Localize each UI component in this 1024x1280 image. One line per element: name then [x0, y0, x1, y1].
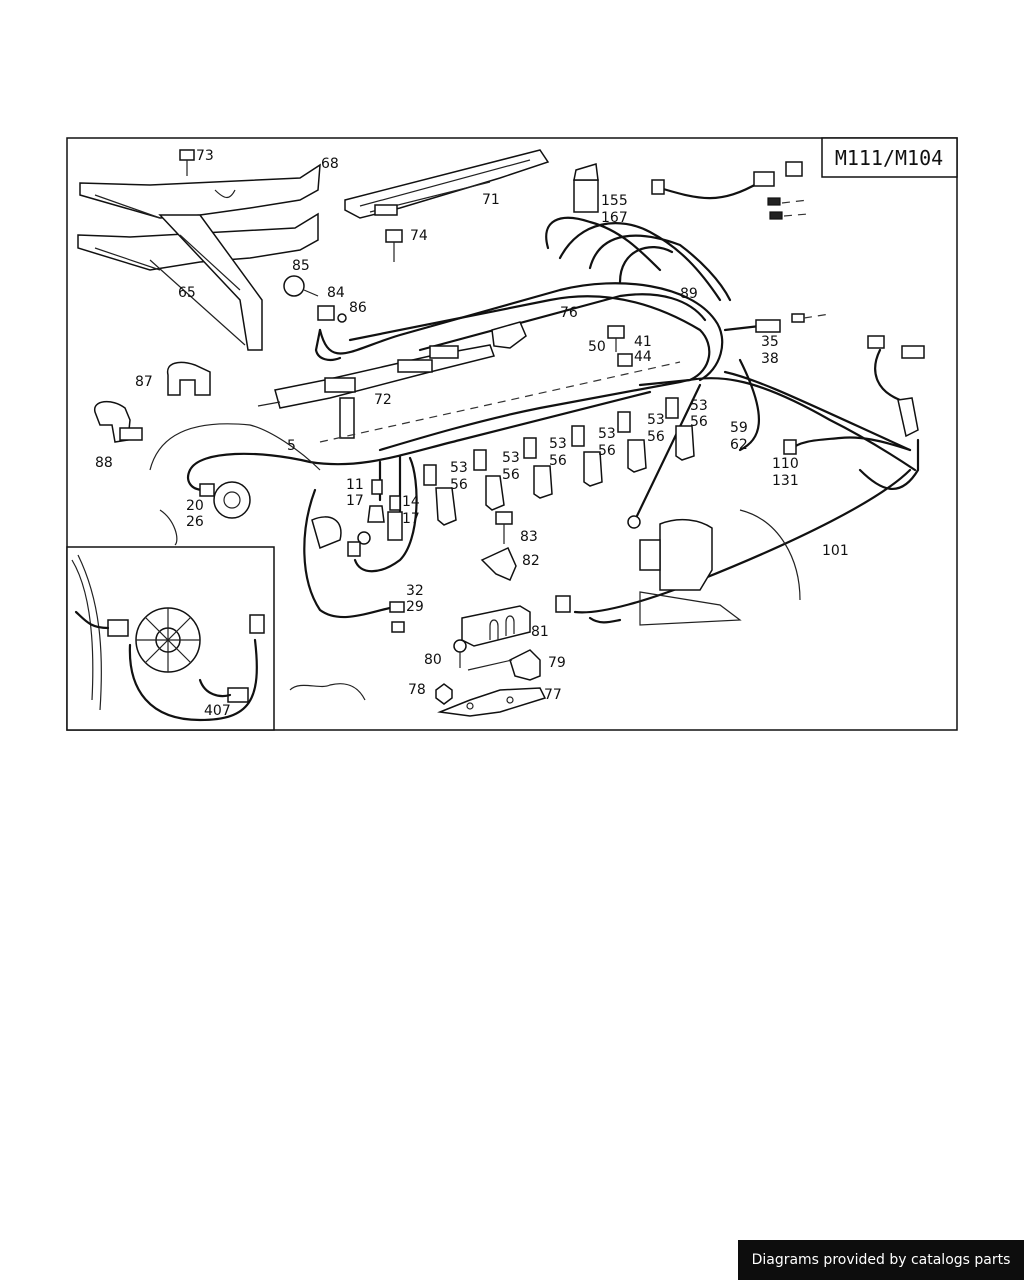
callout-74: 74	[410, 228, 428, 244]
callout-89: 89	[680, 286, 698, 302]
sensor-155-167	[573, 163, 599, 213]
callout-17: 17	[402, 511, 420, 527]
callout-88: 88	[95, 455, 113, 471]
callout-110: 110	[772, 456, 799, 472]
callout-44: 44	[634, 349, 652, 365]
fan-inset	[66, 546, 275, 731]
callout-62: 62	[730, 437, 748, 453]
upper-right-connectors	[651, 161, 809, 220]
bracket-79	[467, 649, 541, 681]
callout-81: 81	[531, 624, 549, 640]
connectors-35-38	[755, 313, 831, 333]
sensor-110-131	[783, 439, 797, 455]
sensor-right	[867, 335, 925, 438]
sensors-11-14-17	[311, 479, 403, 557]
callout-35: 35	[761, 334, 779, 350]
model-label-box: M111/M104	[821, 137, 958, 178]
bolt-83	[495, 511, 513, 544]
bracket-71	[344, 149, 550, 219]
callout-80: 80	[424, 652, 442, 668]
callout-56: 56	[502, 467, 520, 483]
connector-20-26	[199, 483, 215, 497]
bracket-82	[480, 547, 517, 581]
engine-outline	[149, 423, 801, 701]
footer-credit-badge: Diagrams provided by catalogs parts	[738, 1240, 1024, 1280]
callout-65: 65	[178, 285, 196, 301]
injector-1	[423, 464, 457, 526]
callout-53: 53	[502, 450, 520, 466]
bolt-41-44	[607, 325, 633, 367]
callout-167: 167	[601, 210, 628, 226]
callout-79: 79	[548, 655, 566, 671]
callout-59: 59	[730, 420, 748, 436]
nut-78	[435, 683, 453, 705]
callout-72: 72	[374, 392, 392, 408]
callout-53: 53	[690, 398, 708, 414]
screw-80	[453, 639, 467, 668]
bracket-65-68	[77, 163, 321, 351]
callout-77: 77	[544, 687, 562, 703]
injector-5	[617, 411, 647, 473]
callout-56: 56	[690, 414, 708, 430]
callout-50: 50	[588, 339, 606, 355]
callout-32: 32	[406, 583, 424, 599]
callout-155: 155	[601, 193, 628, 209]
fuel-rail-72	[257, 344, 495, 439]
clamp-87	[166, 361, 211, 396]
connector-32-29	[389, 601, 405, 633]
throttle-body	[627, 515, 742, 626]
callout-83: 83	[520, 529, 538, 545]
callout-84: 84	[327, 285, 345, 301]
callout-53: 53	[450, 460, 468, 476]
callout-87: 87	[135, 374, 153, 390]
injectors	[423, 397, 695, 526]
callout-407: 407	[204, 703, 231, 719]
callout-56: 56	[647, 429, 665, 445]
injector-3	[523, 437, 553, 499]
callout-86: 86	[349, 300, 367, 316]
callout-131: 131	[772, 473, 799, 489]
callout-53: 53	[598, 426, 616, 442]
callout-85: 85	[292, 258, 310, 274]
plate-77	[437, 687, 547, 717]
callout-5: 5	[287, 438, 296, 454]
callout-56: 56	[450, 477, 468, 493]
callout-11: 11	[346, 477, 364, 493]
callout-56: 56	[598, 443, 616, 459]
connector-throttle	[555, 595, 571, 613]
callout-68: 68	[321, 156, 339, 172]
callout-17: 17	[346, 493, 364, 509]
callout-71: 71	[482, 192, 500, 208]
callout-78: 78	[408, 682, 426, 698]
model-label: M111/M104	[835, 146, 943, 170]
callout-38: 38	[761, 351, 779, 367]
callout-20: 20	[186, 498, 204, 514]
clamp-88	[94, 400, 143, 443]
callout-56: 56	[549, 453, 567, 469]
bolt-74	[385, 229, 403, 262]
callout-82: 82	[522, 553, 540, 569]
injector-6	[665, 397, 695, 461]
callout-26: 26	[186, 514, 204, 530]
bolt-73	[179, 149, 195, 176]
callout-53: 53	[647, 412, 665, 428]
callout-53: 53	[549, 436, 567, 452]
injector-2	[473, 449, 505, 511]
dashed-leader-5	[319, 361, 681, 443]
callout-73: 73	[196, 148, 214, 164]
callout-76: 76	[560, 305, 578, 321]
footer-credit-text: Diagrams provided by catalogs parts	[751, 1252, 1011, 1268]
callout-41: 41	[634, 334, 652, 350]
callout-14: 14	[402, 494, 420, 510]
callout-101: 101	[822, 543, 849, 559]
injector-4	[571, 425, 603, 487]
callout-29: 29	[406, 599, 424, 615]
connector-76	[491, 321, 527, 349]
sensor-84-85-86	[283, 275, 347, 323]
